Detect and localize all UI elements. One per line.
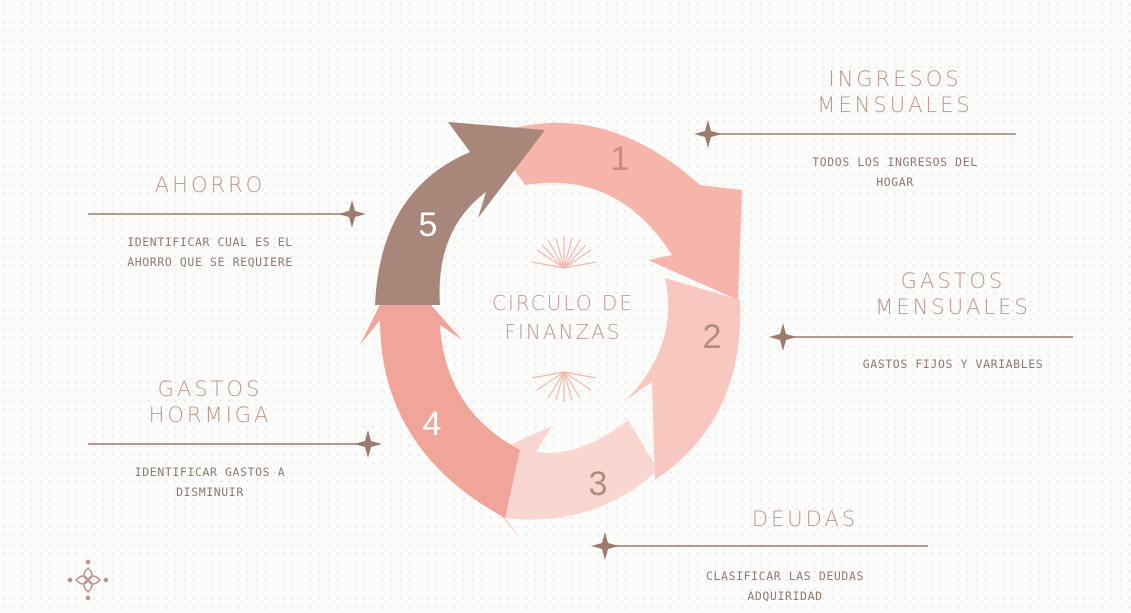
connector-lines xyxy=(88,133,1073,547)
step-1-description: TODOS LOS INGRESOS DEL HOGAR xyxy=(812,155,978,189)
step-1-title: INGRESOS MENSUALES xyxy=(817,67,973,117)
step-number-1: 1 xyxy=(610,140,630,178)
step-number-2: 2 xyxy=(702,318,722,356)
star-burst-icon xyxy=(354,430,382,458)
cycle-arrow-4 xyxy=(360,268,520,518)
sunburst-bottom-icon xyxy=(531,371,597,402)
step-4-description: IDENTIFICAR GASTOS A DISMINUIR xyxy=(134,465,286,499)
sunburst-top-icon xyxy=(531,236,597,269)
step-4-title: GASTOS HORMIGA xyxy=(148,377,272,427)
step-number-3: 3 xyxy=(588,465,608,503)
star-burst-icon xyxy=(338,200,366,228)
step-5-title: AHORRO xyxy=(154,173,266,197)
cycle-arrow-5 xyxy=(375,122,545,305)
star-burst-icon xyxy=(769,323,797,351)
flower-logo-icon xyxy=(67,559,109,601)
center-title: CIRCULO DE FINANZAS xyxy=(492,291,634,344)
cycle-arrow-2 xyxy=(626,278,741,480)
step-2-title: GASTOS MENSUALES xyxy=(875,269,1031,319)
step-5-description: IDENTIFICAR CUAL ES EL AHORRO QUE SE REQ… xyxy=(127,235,293,269)
step-3-description: CLASIFICAR LAS DEUDAS ADQUIRIDAD xyxy=(706,569,864,603)
star-burst-icon xyxy=(591,532,619,560)
star-burst-icon xyxy=(694,120,722,148)
step-2-description: GASTOS FIJOS Y VARIABLES xyxy=(862,357,1044,371)
cycle-arrow-1 xyxy=(490,122,742,300)
step-number-5: 5 xyxy=(418,206,438,244)
step-3-title: DEUDAS xyxy=(751,507,859,531)
step-number-4: 4 xyxy=(422,405,442,443)
